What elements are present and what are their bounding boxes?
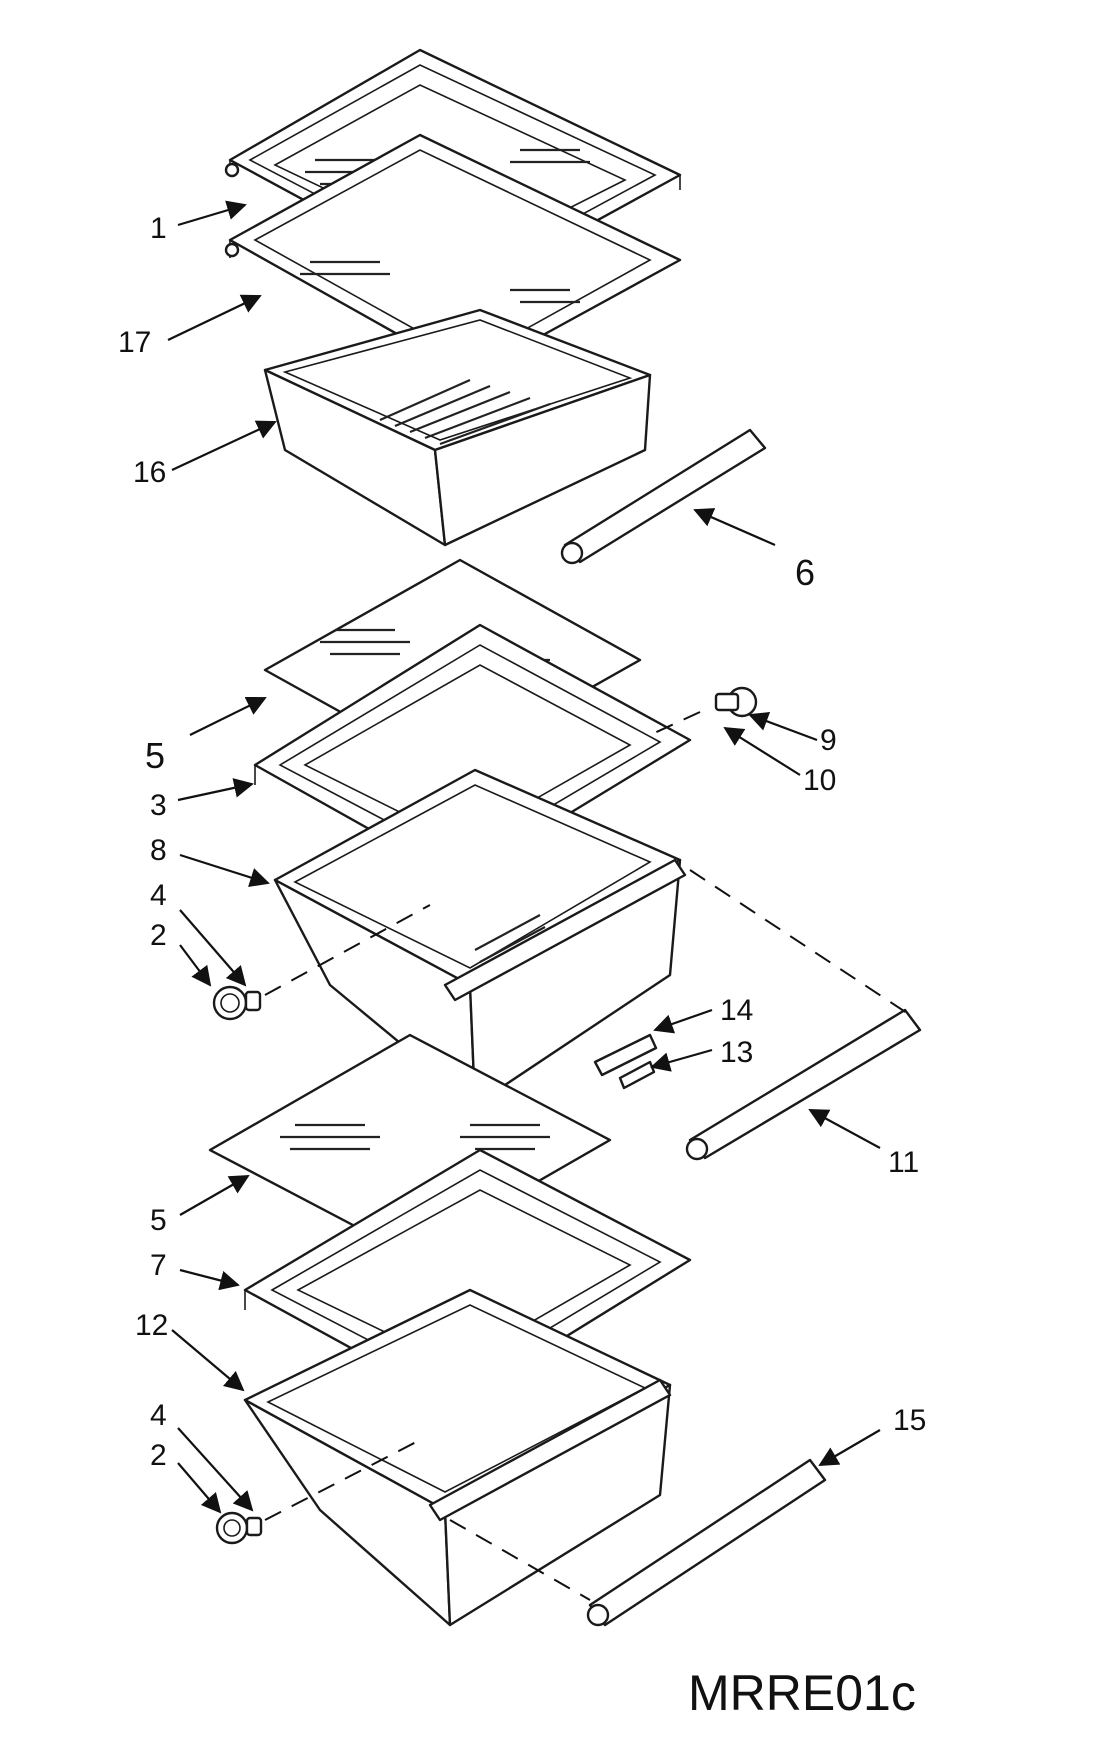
callout-9: 9 [820,724,837,757]
callout-12: 12 [135,1309,168,1342]
clip-part-13 [618,1060,656,1090]
callout-7: 7 [150,1249,167,1282]
leader-lines [167,200,881,1514]
callout-5-lower: 5 [150,1204,167,1237]
callout-2-upper: 2 [150,919,167,952]
callout-13: 13 [720,1036,753,1069]
callout-11: 11 [888,1146,919,1179]
callout-1: 1 [150,212,167,245]
glass-shelf-part-5-lower [208,1033,612,1257]
callout-14: 14 [720,994,753,1027]
crisper-drawer-part-16 [263,308,652,547]
diagram-code: MRRE01c [688,1665,916,1721]
rail-part-11 [685,1008,922,1161]
clip-part-14 [593,1033,658,1077]
callout-labels: 1 17 16 6 5 9 10 3 8 4 2 14 13 11 5 7 12… [118,212,926,1472]
callout-5-upper: 5 [145,735,165,776]
callout-15: 15 [893,1404,926,1437]
roller-part-2-upper [212,985,262,1021]
pan-part-12 [243,1288,672,1627]
roller-part-2-lower [215,1511,263,1545]
callout-2-lower: 2 [150,1439,167,1472]
callout-8: 8 [150,834,167,867]
callout-10: 10 [803,764,836,797]
callout-16: 16 [133,456,166,489]
shelf-part-17 [224,133,682,392]
rail-part-6 [560,428,767,565]
knob-part-9 [714,686,758,718]
alignment-lines [264,711,911,1601]
callout-17: 17 [118,326,151,359]
callout-4-lower: 4 [150,1399,167,1432]
rail-part-15 [586,1458,827,1627]
callout-6: 6 [795,552,815,593]
callout-3: 3 [150,789,167,822]
callout-4-upper: 4 [150,879,167,912]
